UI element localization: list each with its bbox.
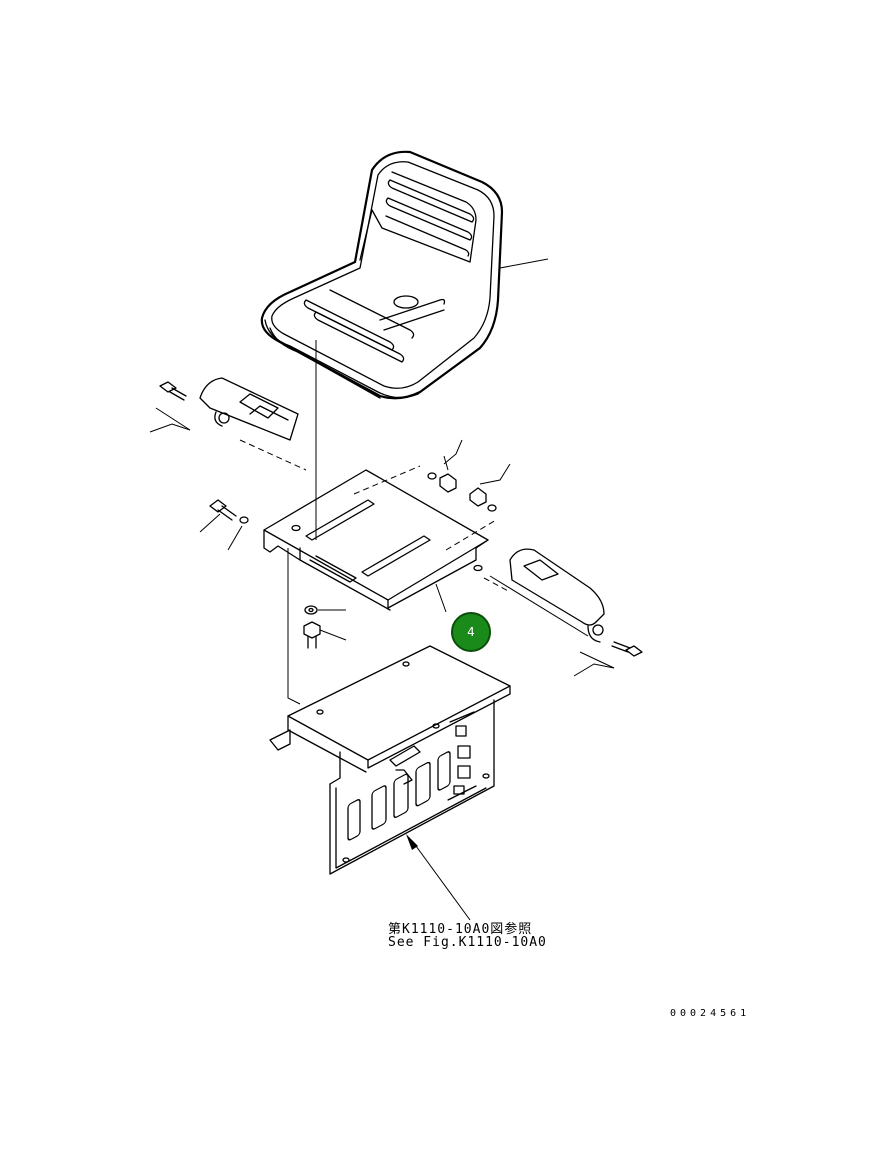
- document-number: 00024561: [670, 1008, 751, 1019]
- left-seat-belt: [149, 377, 307, 471]
- reference-arrow: [406, 834, 471, 921]
- assembly-line-lower: [287, 548, 301, 705]
- right-seat-belt: [483, 548, 643, 677]
- reference-label-english: See Fig.K1110-10A0: [388, 935, 547, 950]
- bolts-left: [199, 499, 249, 551]
- lower-panel: [269, 645, 511, 875]
- seat-bracket: [263, 465, 497, 613]
- seat: [260, 150, 549, 400]
- bolts-below: [303, 605, 347, 649]
- reference-label-japanese: 第K1110-10A0図参照: [388, 922, 533, 937]
- callout-badge[interactable]: 4: [451, 612, 491, 652]
- nuts-washers-right: [427, 439, 511, 512]
